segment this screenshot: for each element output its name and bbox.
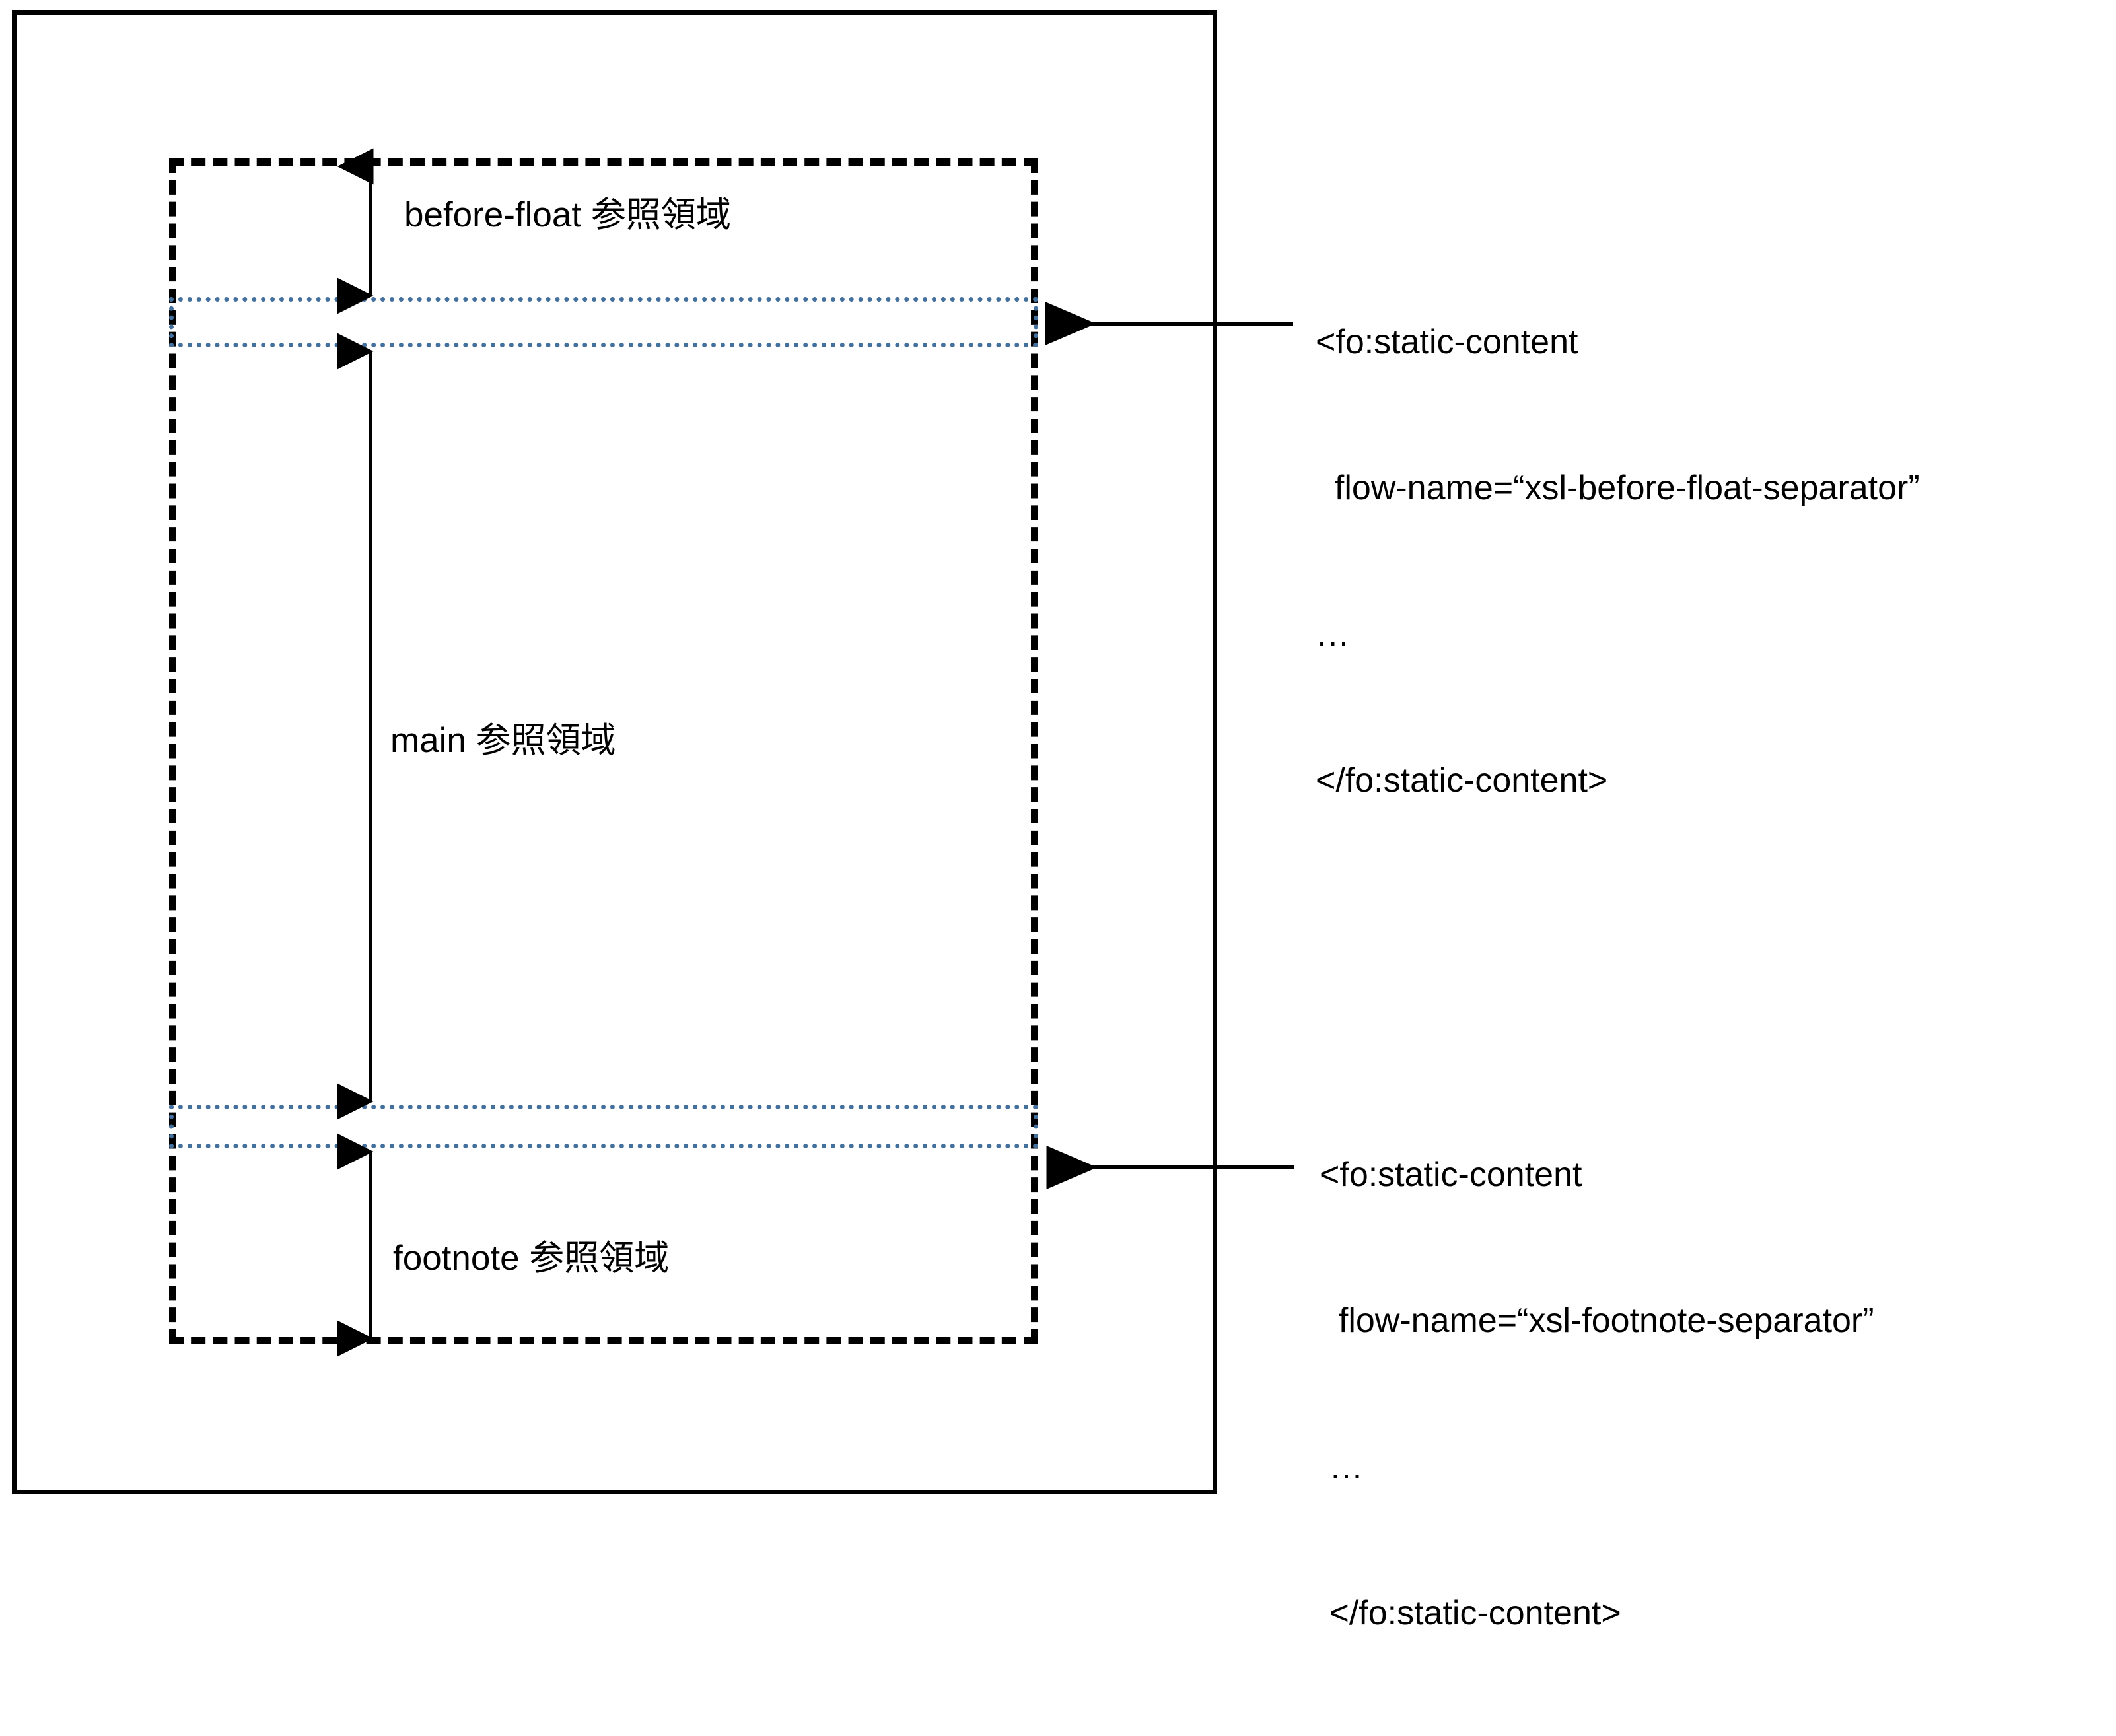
main-region-label: main 参照領域 bbox=[390, 721, 616, 760]
footnote-static-content-annotation: <fo:static-content flow-name=“xsl-footno… bbox=[1320, 1053, 1874, 1736]
connector-overlay bbox=[337, 148, 1294, 1357]
before-float-separator-box bbox=[169, 297, 1038, 347]
body-region-dashed-box bbox=[169, 158, 1038, 1344]
annotation-line: <fo:static-content bbox=[1316, 322, 1578, 361]
diagram-canvas: before-float 参照領域 main 参照領域 footnote 参照領… bbox=[12, 10, 1920, 1632]
page-boundary-rectangle bbox=[12, 10, 1217, 1494]
annotation-line: </fo:static-content> bbox=[1320, 1594, 1621, 1633]
annotation-line: flow-name=“xsl-before-float-separator” bbox=[1316, 469, 1920, 508]
footnote-region-label: footnote 参照領域 bbox=[393, 1239, 670, 1278]
annotation-line: flow-name=“xsl-footnote-separator” bbox=[1320, 1302, 1874, 1340]
footnote-separator-box bbox=[169, 1105, 1038, 1148]
before-float-region-label: before-float 参照領域 bbox=[404, 195, 731, 234]
annotation-line: </fo:static-content> bbox=[1316, 761, 1608, 800]
before-float-static-content-annotation: <fo:static-content flow-name=“xsl-before… bbox=[1316, 221, 1920, 903]
annotation-line: … bbox=[1316, 615, 1350, 654]
annotation-line: <fo:static-content bbox=[1320, 1155, 1582, 1194]
annotation-line: … bbox=[1320, 1447, 1364, 1486]
